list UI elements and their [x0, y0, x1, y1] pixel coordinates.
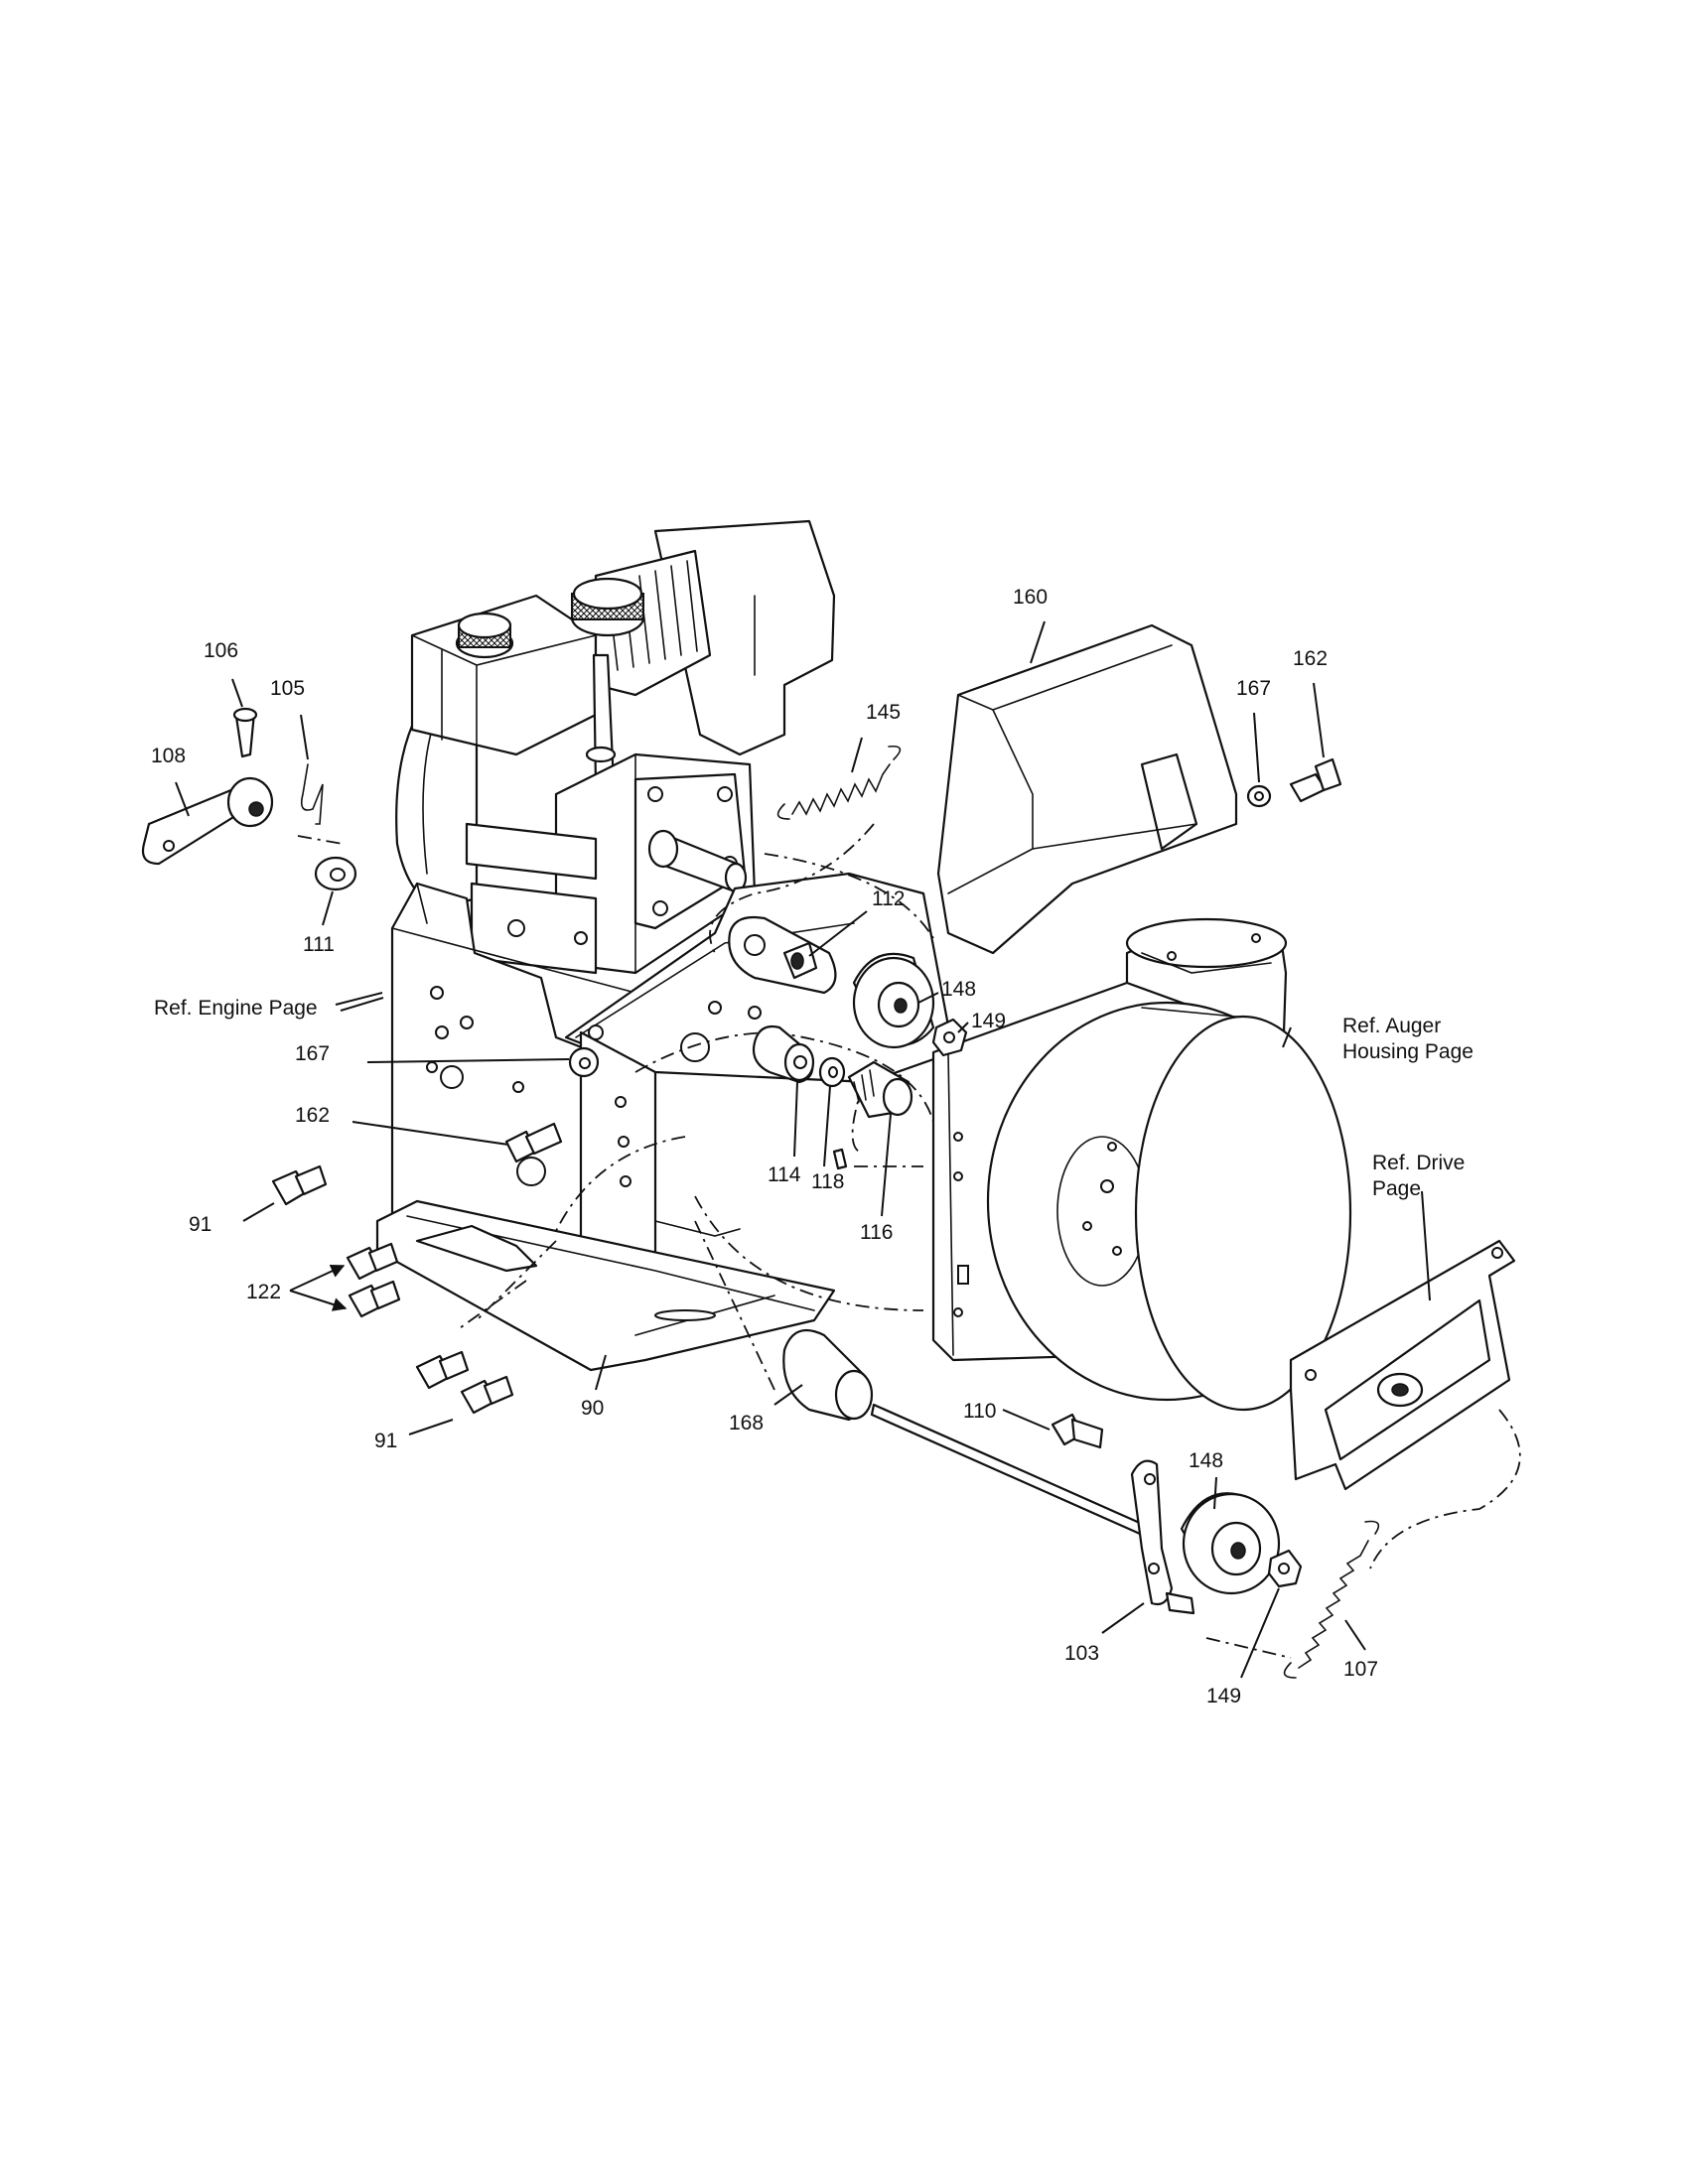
nut-149-top	[931, 1018, 968, 1057]
callout-145: 145	[866, 701, 901, 724]
callout-116: 116	[860, 1221, 893, 1244]
callout-162-lower: 162	[295, 1104, 330, 1127]
spring-145	[776, 745, 902, 820]
bolt-116	[847, 1060, 913, 1119]
hairpin-105	[300, 763, 324, 825]
callout-114: 114	[768, 1163, 801, 1186]
callout-108: 108	[151, 745, 186, 767]
callout-112: 112	[872, 887, 905, 910]
washer-118	[818, 1056, 846, 1088]
callout-110: 110	[963, 1400, 996, 1423]
washer-167-lower	[568, 1046, 600, 1078]
callout-167-top: 167	[1236, 677, 1271, 700]
idler-bracket-112	[728, 915, 837, 995]
clevis-pin-106	[232, 707, 258, 758]
callout-168: 168	[729, 1412, 764, 1434]
callout-149-lower: 149	[1206, 1685, 1241, 1707]
ref-engine-page: Ref. Engine Page	[154, 997, 318, 1020]
bolt-110	[1051, 1413, 1104, 1449]
leader-lines	[175, 620, 1431, 1679]
callout-122: 122	[246, 1281, 281, 1303]
callout-118: 118	[811, 1170, 844, 1193]
ref-auger-housing-line2: Housing Page	[1342, 1040, 1474, 1063]
callout-105: 105	[270, 677, 305, 700]
callout-91-lower: 91	[374, 1430, 397, 1452]
callout-148-lower: 148	[1189, 1449, 1223, 1472]
callout-162-top: 162	[1293, 647, 1328, 670]
callout-90: 90	[581, 1397, 604, 1420]
callout-labels: 106 105 108 111 145 160 167 162 112 148 …	[151, 586, 1378, 1707]
callout-148-top: 148	[941, 978, 976, 1001]
spring-107	[1283, 1520, 1380, 1679]
callout-111: 111	[303, 933, 335, 956]
washer-111	[314, 856, 357, 891]
washer-167-top	[1246, 784, 1272, 808]
idler-pulley-148-top	[852, 952, 935, 1049]
lever-108	[141, 776, 274, 866]
reference-labels: Ref. Engine Page Ref. Auger Housing Page…	[154, 997, 1474, 1200]
callout-91-upper: 91	[189, 1213, 211, 1236]
bolt-91-lower-a	[415, 1350, 470, 1390]
bolt-122-b	[348, 1280, 401, 1318]
ref-auger-housing-line1: Ref. Auger	[1342, 1015, 1441, 1037]
callout-106: 106	[204, 639, 238, 662]
bolt-122-a	[346, 1242, 399, 1281]
pin-near-118	[832, 1148, 848, 1170]
engine-assembly	[395, 519, 836, 975]
callout-103: 103	[1064, 1642, 1099, 1665]
drive-cover-plate	[1289, 1239, 1516, 1491]
callout-149-top: 149	[971, 1010, 1006, 1032]
bolt-162-lower	[504, 1122, 563, 1163]
bolt-91-upper	[271, 1164, 328, 1206]
auger-housing	[931, 917, 1352, 1412]
spacer-114	[752, 1024, 815, 1084]
idler-pulley-148-lower	[1180, 1492, 1281, 1595]
ref-drive-line2: Page	[1372, 1177, 1421, 1200]
ref-drive-line1: Ref. Drive	[1372, 1152, 1465, 1174]
chute-cover-160	[936, 623, 1238, 955]
callout-107: 107	[1343, 1658, 1378, 1681]
bolt-162-top	[1289, 757, 1342, 803]
nut-149-lower	[1267, 1549, 1303, 1588]
idler-arm-103	[1130, 1459, 1195, 1615]
callout-160: 160	[1013, 586, 1048, 609]
roller-168	[782, 1328, 874, 1422]
bolt-91-lower-b	[460, 1375, 514, 1415]
rod	[870, 1403, 1144, 1536]
callout-167-lower: 167	[295, 1042, 330, 1065]
